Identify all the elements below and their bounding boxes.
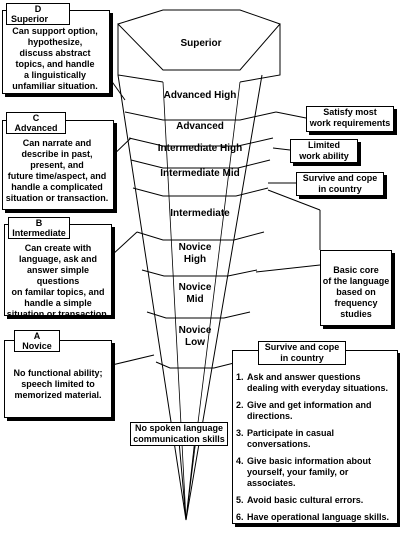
- level-advanced: Advanced: [176, 121, 224, 132]
- list-item: 4.Give basic information about yourself,…: [236, 456, 372, 488]
- level-intermediate-high: Intermediate High: [157, 143, 243, 154]
- list-item: 6.Have operational language skills.: [236, 512, 390, 522]
- list-item: 1.Ask and answer questions dealing with …: [236, 372, 389, 393]
- list-item: 2.Give and get information and direction…: [236, 400, 372, 421]
- list-item: 3.Participate in casual conversations.: [236, 428, 335, 449]
- survive-cope-list: 1.Ask and answer questions dealing with …: [236, 372, 394, 529]
- level-c-box: [2, 120, 114, 210]
- survive-cope-detail-box: [232, 350, 398, 524]
- level-intermediate-mid: Intermediate Mid: [160, 168, 240, 179]
- level-d-description: Can support option,hypothesize,discuss a…: [12, 26, 98, 91]
- level-intermediate: Intermediate: [170, 208, 230, 219]
- level-superior: Superior: [180, 38, 222, 49]
- level-b-box: [4, 224, 112, 316]
- level-advanced-high: Advanced High: [163, 90, 237, 101]
- level-a-box: [4, 340, 112, 418]
- list-item: 5.Avoid basic cultural errors.: [236, 495, 364, 505]
